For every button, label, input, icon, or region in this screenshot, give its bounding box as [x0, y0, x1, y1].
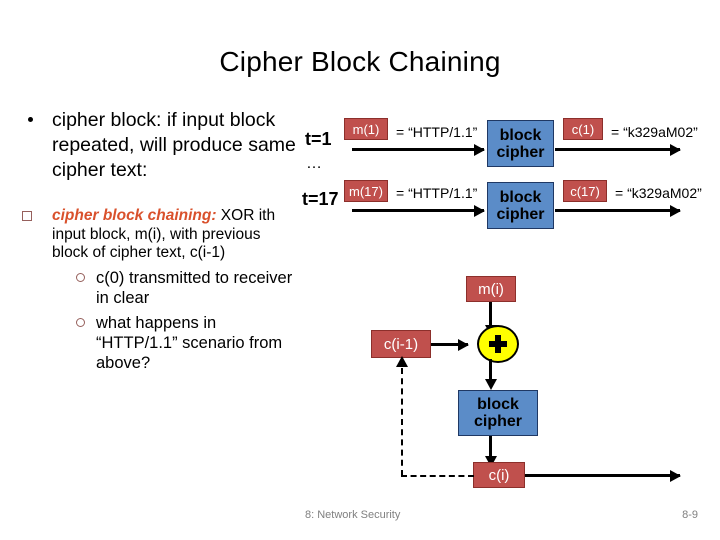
- block-cipher-line1: block: [499, 126, 542, 144]
- circle-bullet-icon: [76, 272, 85, 282]
- arrow-cipher-to-c17: [555, 204, 681, 217]
- square-bullet-icon: [22, 211, 32, 221]
- arrow-ci-output: [525, 469, 681, 482]
- list-item-cipher-block: cipher block: if input block repeated, w…: [18, 108, 298, 183]
- footer-chapter-label: 8: Network Security: [305, 509, 401, 521]
- block-cipher-line1: block: [499, 188, 542, 206]
- block-cipher-box-row2: block cipher: [487, 182, 554, 229]
- list-item-label: cipher block: if input block repeated, w…: [52, 109, 296, 181]
- arrow-m17-to-cipher: [352, 204, 485, 217]
- block-cipher-box-row1: block cipher: [487, 120, 554, 167]
- list-item-c0-transmitted: c(0) transmitted to receiver in clear: [66, 268, 298, 308]
- arrow-ci-1-to-xor: [431, 338, 469, 351]
- arrow-m1-to-cipher: [352, 143, 485, 156]
- list-item-label: what happens in “HTTP/1.1” scenario from…: [96, 313, 283, 372]
- list-item-label: c(0) transmitted to receiver in clear: [96, 268, 293, 307]
- xor-node: [477, 325, 519, 363]
- feedback-dash-vertical: [401, 368, 403, 476]
- arrow-mi-to-xor: [484, 302, 497, 336]
- time-label-t17: t=17: [302, 189, 339, 209]
- cipher-box-c1: c(1): [563, 118, 603, 140]
- block-cipher-line2: cipher: [496, 143, 545, 161]
- message-value-m17: = “HTTP/1.1”: [396, 185, 478, 201]
- list-item-what-happens: what happens in “HTTP/1.1” scenario from…: [66, 313, 298, 373]
- feedback-dash-horizontal: [401, 475, 474, 477]
- cipher-value-c17: = “k329aM02”: [615, 185, 702, 201]
- message-box-mi: m(i): [466, 276, 516, 302]
- arrow-cipher-to-ci: [484, 436, 497, 467]
- cipher-value-c1: = “k329aM02”: [611, 124, 698, 140]
- cipher-box-c17: c(17): [563, 180, 607, 202]
- cipher-box-ci: c(i): [473, 462, 525, 488]
- page-title: Cipher Block Chaining: [219, 46, 501, 77]
- prev-cipher-box-ci-1: c(i-1): [371, 330, 431, 358]
- arrow-cipher-to-c1: [555, 143, 681, 156]
- block-cipher-line1: block: [477, 396, 519, 413]
- ellipsis-label: …: [306, 155, 322, 172]
- plus-icon: [489, 335, 507, 353]
- disc-bullet-icon: [28, 117, 33, 122]
- footer-slide-number: 8-9: [682, 509, 698, 521]
- message-value-m1: = “HTTP/1.1”: [396, 124, 478, 140]
- time-label-t1: t=1: [305, 129, 332, 149]
- message-box-m17: m(17): [344, 180, 388, 202]
- list-item-cipher-block-chaining: cipher block chaining: XOR ith input blo…: [18, 207, 298, 373]
- block-cipher-line2: cipher: [473, 413, 522, 430]
- message-box-m1: m(1): [344, 118, 388, 140]
- list-item-label: XOR ith input block, m(i), with previous…: [52, 207, 276, 261]
- left-content-column: cipher block: if input block repeated, w…: [18, 108, 298, 373]
- arrow-xor-to-cipher: [484, 359, 497, 390]
- emphasis-label: cipher block chaining:: [52, 207, 217, 224]
- circle-bullet-icon: [76, 317, 85, 327]
- block-cipher-line2: cipher: [496, 205, 545, 223]
- sub-list: c(0) transmitted to receiver in clear wh…: [66, 268, 298, 373]
- block-cipher-box-cbc: block cipher: [458, 390, 538, 436]
